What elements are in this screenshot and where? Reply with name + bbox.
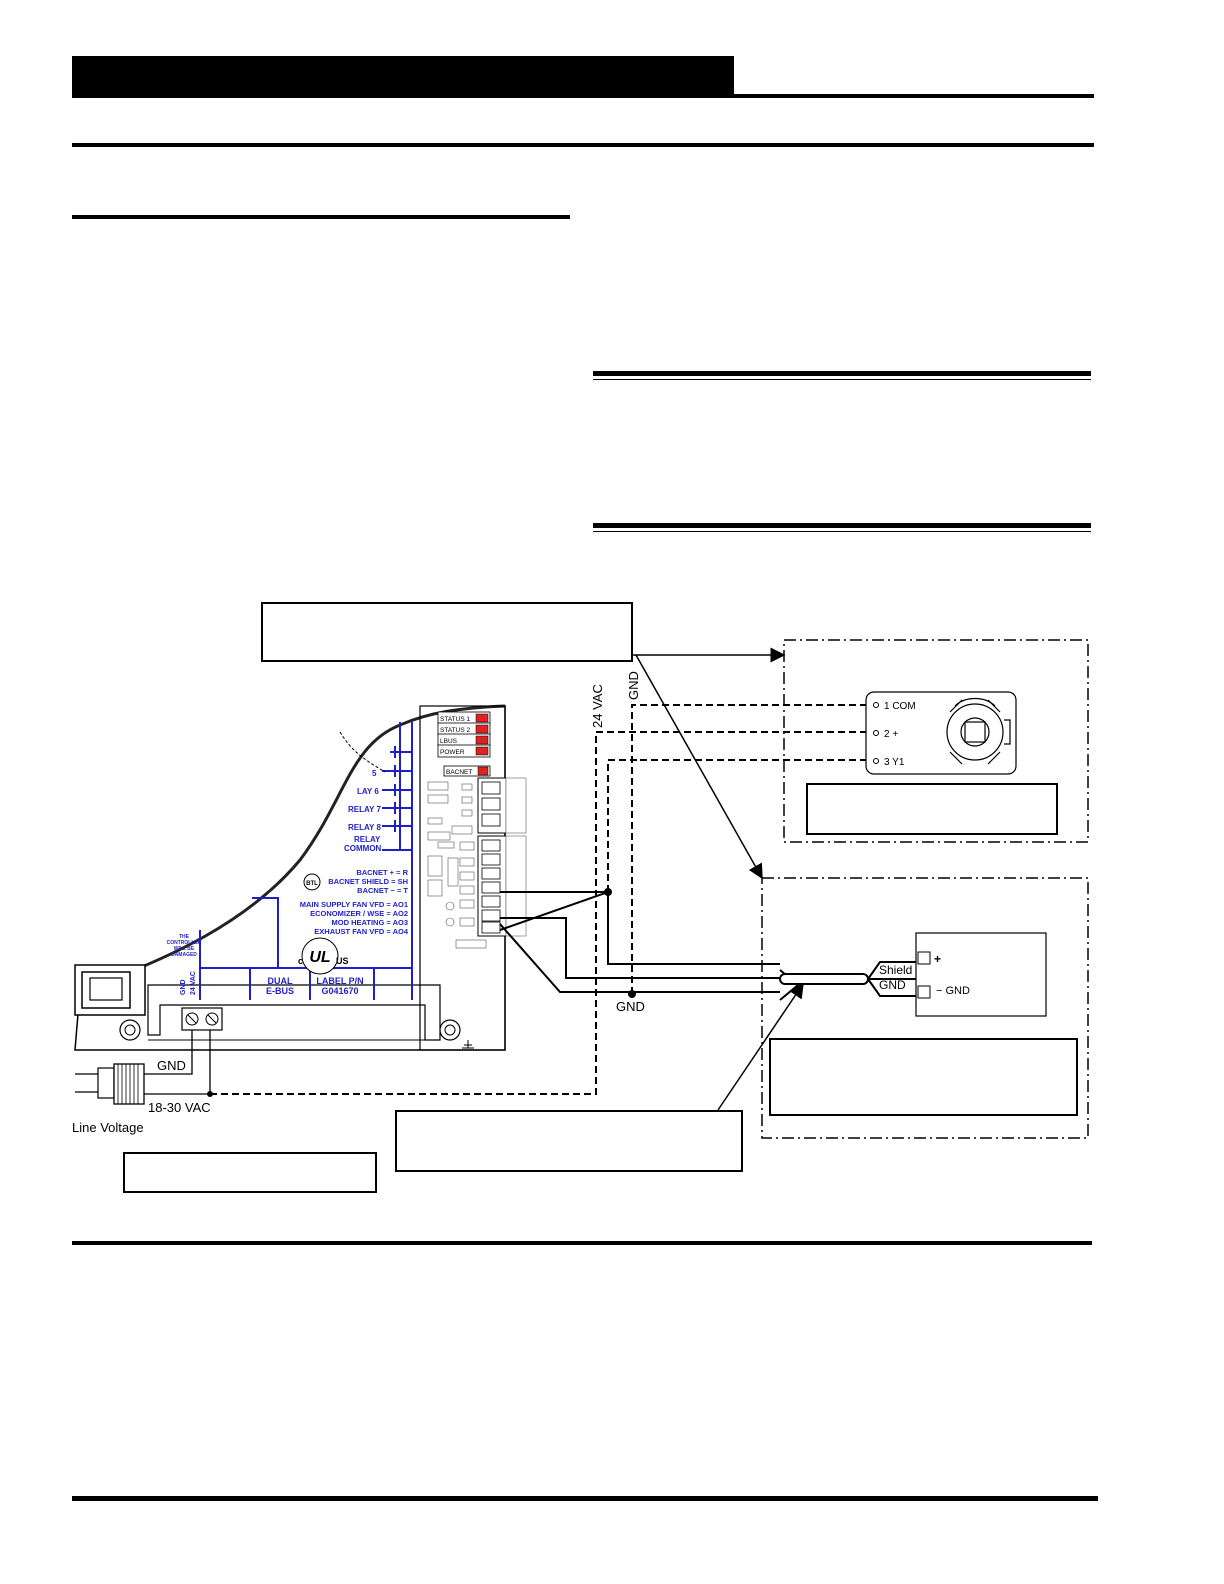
legend-ao3: MOD HEATING = AO3 bbox=[332, 918, 408, 927]
relay-8-label: RELAY 8 bbox=[348, 823, 381, 832]
board-pointer-arrow bbox=[339, 731, 386, 773]
legend-ao1: MAIN SUPPLY FAN VFD = AO1 bbox=[300, 900, 408, 909]
svg-text:THE: THE bbox=[179, 934, 190, 940]
callout-box-top bbox=[261, 602, 633, 662]
led-power-label: POWER bbox=[440, 749, 465, 756]
svg-text:WILL BE: WILL BE bbox=[174, 946, 195, 952]
note-box-top-rule bbox=[593, 371, 1091, 376]
figure-bottom-rule bbox=[72, 1241, 1092, 1245]
svg-text:CONTROLLER: CONTROLLER bbox=[167, 940, 202, 946]
relay-6-label: LAY 6 bbox=[357, 787, 379, 796]
svg-text:E-BUS: E-BUS bbox=[266, 986, 294, 996]
label-gnd-bottom: GND bbox=[616, 999, 645, 1014]
board-legend: BACNET + = R BACNET SHIELD = SH BACNET −… bbox=[300, 868, 409, 936]
cable-shield-label: Shield bbox=[879, 963, 912, 977]
label-24vac: 24 VAC bbox=[590, 684, 605, 728]
line-voltage-label: Line Voltage bbox=[72, 1120, 144, 1135]
page-footer-rule bbox=[72, 1496, 1098, 1501]
status-led-group: STATUS 1 STATUS 2 LBUS POWER BACNET bbox=[437, 711, 491, 777]
dual-ebus-label: DUAL E-BUS bbox=[266, 976, 294, 996]
legend-ao4: EXHAUST FAN VFD = AO4 bbox=[314, 927, 409, 936]
relay-ladder bbox=[199, 722, 413, 1000]
ground-symbol-icon bbox=[462, 1040, 474, 1049]
sensor-plus-label: + bbox=[934, 952, 941, 966]
wire-sensor-shield bbox=[499, 890, 780, 965]
column-heading-rule bbox=[72, 215, 570, 219]
wire-sensor-gnd bbox=[499, 923, 780, 993]
relay-5-label: 5 bbox=[372, 769, 377, 778]
terminal-block-upper bbox=[477, 777, 527, 834]
sensor-minus-gnd-label: − GND bbox=[936, 985, 970, 997]
svg-text:UL: UL bbox=[309, 949, 330, 966]
led-status2-label: STATUS 2 bbox=[440, 727, 470, 734]
svg-text:DUAL: DUAL bbox=[268, 976, 293, 986]
legend-bacnet-minus: BACNET − = T bbox=[357, 886, 408, 895]
section-rule bbox=[72, 143, 1094, 147]
actuator-hub-icon bbox=[946, 697, 1011, 765]
legend-bacnet-plus: BACNET + = R bbox=[356, 868, 408, 877]
svg-text:G041670: G041670 bbox=[321, 986, 358, 996]
led-bacnet-label: BACNET bbox=[446, 769, 472, 776]
power-input-wiring bbox=[75, 1030, 211, 1105]
svg-text:BTL: BTL bbox=[306, 881, 318, 887]
actuator-device: 1 COM 2 + 3 Y1 bbox=[865, 691, 1017, 775]
controller-board: STATUS 1 STATUS 2 LBUS POWER BACNET bbox=[74, 704, 527, 1051]
actuator-terminal-plus: 2 + bbox=[884, 729, 898, 740]
ul-logo: c UL US bbox=[298, 937, 349, 975]
svg-text:LABEL P/N: LABEL P/N bbox=[316, 976, 363, 986]
power-gnd-label: GND bbox=[157, 1058, 186, 1073]
power-18-30-label: 18-30 VAC bbox=[148, 1100, 211, 1115]
sensor-enclosure bbox=[761, 877, 1089, 1139]
actuator-terminal-com: 1 COM bbox=[884, 701, 916, 712]
power-terminal-labels: GND 24 VAC bbox=[180, 971, 197, 995]
terminal-block-lower bbox=[477, 835, 527, 937]
relay-common-label-2: COMMON bbox=[344, 844, 382, 853]
board-components bbox=[427, 781, 487, 949]
shielded-cable bbox=[779, 961, 916, 1001]
note-box-bottom-rule bbox=[593, 523, 1091, 528]
svg-text:c: c bbox=[298, 956, 303, 966]
warning-text: THE CONTROLLER WILL BE DAMAGED bbox=[167, 934, 202, 958]
header-rule bbox=[734, 94, 1094, 98]
led-status1-label: STATUS 1 bbox=[440, 716, 470, 723]
gnd-junction-dot bbox=[628, 990, 636, 998]
wire-sensor-plus bbox=[500, 917, 780, 979]
note-box-bottom-rule-thin bbox=[593, 531, 1091, 532]
actuator-enclosure bbox=[783, 639, 1089, 843]
relay-common-label-1: RELAY bbox=[354, 835, 381, 844]
power-terminal bbox=[181, 1007, 223, 1031]
label-gnd-top: GND bbox=[626, 671, 641, 700]
btl-logo: BTL bbox=[303, 873, 321, 891]
header-black-banner bbox=[72, 56, 734, 98]
svg-text:DAMAGED: DAMAGED bbox=[171, 952, 197, 958]
legend-ao2: ECONOMIZER / WSE = AO2 bbox=[310, 909, 408, 918]
svg-text:24 VAC: 24 VAC bbox=[190, 971, 197, 995]
callout-box-power bbox=[123, 1152, 377, 1193]
relay-7-label: RELAY 7 bbox=[348, 805, 381, 814]
cable-gnd-label: GND bbox=[879, 978, 906, 992]
note-box-top-rule-thin bbox=[593, 379, 1091, 380]
callout-arrow-sensor bbox=[635, 654, 763, 880]
callout-box-actuator bbox=[806, 783, 1058, 835]
callout-arrow-cable bbox=[717, 982, 804, 1111]
wire-24vac-dashed bbox=[210, 731, 872, 1095]
legend-bacnet-shield: BACNET SHIELD = SH bbox=[328, 877, 408, 886]
svg-text:GND: GND bbox=[180, 979, 187, 995]
callout-box-cable bbox=[395, 1110, 743, 1172]
relay-labels: 5 LAY 6 RELAY 7 RELAY 8 RELAY COMMON bbox=[344, 769, 382, 853]
wire-gnd-dashed bbox=[631, 704, 872, 994]
callout-box-sensor bbox=[769, 1038, 1078, 1116]
wire-ao-dashed bbox=[607, 759, 872, 892]
label-pn: LABEL P/N G041670 bbox=[316, 976, 363, 996]
led-lbus-label: LBUS bbox=[440, 738, 458, 745]
board-cutaway-curve bbox=[79, 704, 506, 992]
svg-text:US: US bbox=[336, 956, 349, 966]
actuator-terminal-y1: 3 Y1 bbox=[884, 757, 905, 768]
sensor-device: + − GND bbox=[915, 932, 1047, 1017]
